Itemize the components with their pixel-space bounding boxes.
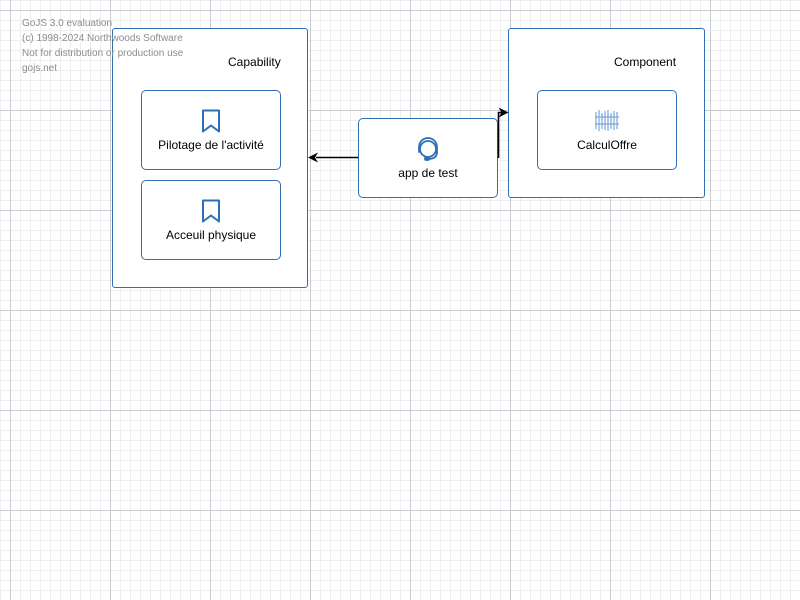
arrowhead-capability (308, 152, 318, 163)
component-group[interactable]: Component CalculOffre (508, 28, 705, 198)
watermark-line: GoJS 3.0 evaluation (22, 18, 113, 29)
pilotage-node[interactable]: Pilotage de l'activité (141, 90, 281, 170)
accueil-node[interactable]: Acceuil physique (141, 180, 281, 260)
accueil-node-label: Acceuil physique (165, 228, 257, 242)
bookmark-icon (202, 109, 220, 133)
calcul-offre-node[interactable]: CalculOffre (537, 90, 677, 170)
component-icon (595, 110, 619, 131)
capability-group[interactable]: Capability Pilotage de l'activité Acceui… (112, 28, 308, 288)
arrowhead-component (498, 107, 509, 118)
evaluation-watermark: GoJS 3.0 evaluation (c) 1998-2024 Northw… (22, 16, 183, 76)
watermark-line: Not for distribution or production use (22, 48, 184, 59)
capability-group-title: Capability (228, 55, 281, 69)
calcul-offre-node-label: CalculOffre (577, 138, 637, 152)
app-de-test-node-label: app de test (398, 166, 458, 180)
headset-icon (418, 137, 438, 161)
watermark-line: gojs.net (22, 63, 58, 74)
component-group-title: Component (614, 55, 677, 69)
bookmark-icon (202, 199, 220, 223)
app-de-test-node[interactable]: app de test (358, 118, 498, 198)
watermark-line: (c) 1998-2024 Northwoods Software (22, 33, 183, 44)
link-app-to-component[interactable] (497, 111, 503, 159)
pilotage-node-label: Pilotage de l'activité (158, 138, 264, 152)
